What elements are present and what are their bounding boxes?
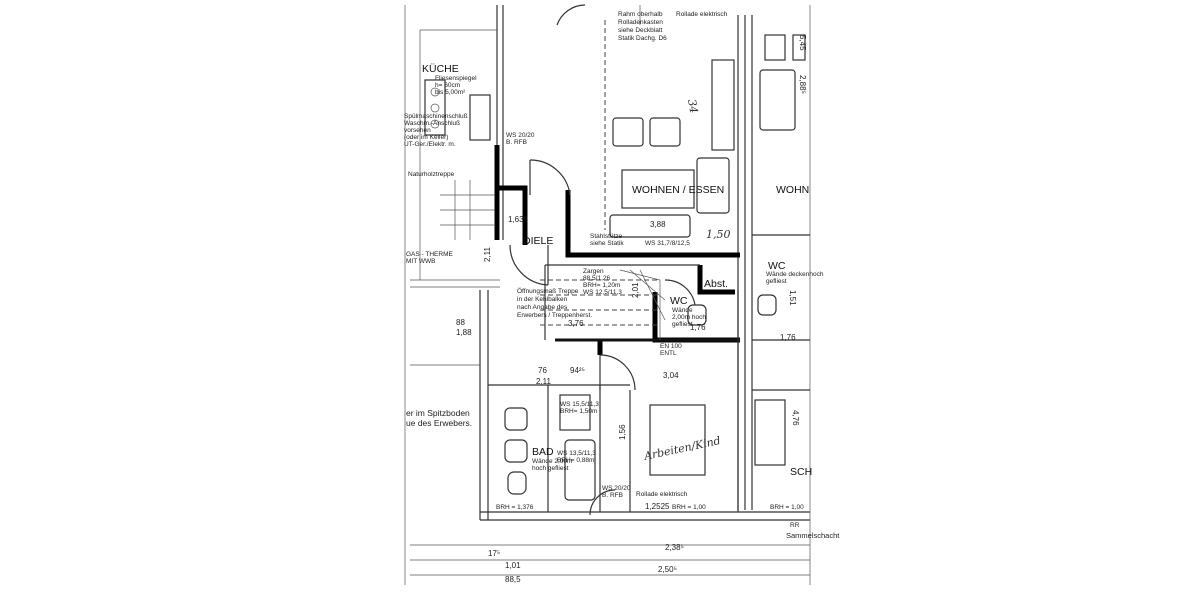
staircase [440, 180, 666, 340]
note-ws-bad-2: BRH= 1,50m [560, 408, 597, 415]
room-label-sch: SCH [790, 466, 812, 478]
dim-1-88: 1,88 [456, 328, 472, 337]
note-wc-right-1: Wände deckenhoch [766, 271, 824, 278]
note-rahm-2: Rolladenkasten [618, 19, 663, 26]
note-spuel-2: Waschm.-Anschluß [404, 120, 460, 127]
kitchen-fixtures [424, 79, 491, 141]
note-spitzboden-1: er im Spitzboden [406, 408, 470, 418]
note-rollade-bottom: Rollade elektrisch [636, 491, 688, 498]
dim-88-5: 88,5 [505, 575, 521, 584]
note-stahl-1: Stahlstütze [590, 233, 623, 240]
note-spuel-1: Spülmaschinenschluß [404, 113, 468, 120]
note-oeffnung-1: Öffnungsmaß Treppe [517, 287, 579, 295]
room-label-wohn-right: WOHN [776, 184, 809, 196]
note-wc-walls-2: 2,00m hoch [672, 314, 706, 321]
note-spuel-5: UT-Ger./Elektr. m. [404, 141, 456, 148]
dim-2-01: 2,01 [631, 282, 640, 298]
room-label-diele: DIELE [523, 235, 553, 247]
room-label-wohnen-essen: WOHNEN / ESSEN [632, 184, 724, 196]
note-stahl-2: siehe Statik [590, 240, 624, 247]
dim-4-76: 4,76 [791, 410, 800, 426]
note-bad-ws-1: WS 20/20 [602, 485, 631, 492]
note-rr: RR [790, 522, 800, 529]
dim-3-88: 3,88 [650, 220, 666, 229]
room-label-wc: WC [670, 295, 688, 307]
dim-1-56: 1,56 [618, 424, 627, 440]
room-label-bad: BAD [532, 446, 554, 458]
hand-note-34: 34 [685, 98, 700, 114]
dim-1-63: 1,63⁵ [508, 215, 527, 224]
dim-2-50: 2,50⁵ [658, 565, 677, 574]
building-outline [404, 5, 811, 585]
dim-76: 76 [538, 366, 547, 375]
hand-note-150: 1,50 [706, 228, 731, 241]
note-oeffnung-3: nach Angabe des [517, 304, 568, 311]
note-fliesen-1: Fliesenspiegel [435, 75, 477, 82]
note-entl-1: EN 100 [660, 343, 682, 350]
dim-1-01: 1,01 [505, 561, 521, 570]
note-brh-bottom-mid: BRH = 1,00 [672, 504, 706, 511]
dim-1-76-right: 1,76 [780, 333, 796, 342]
note-spuel-3: vorsehen [404, 127, 431, 134]
note-fliesen-2: h= 60cm [435, 82, 460, 89]
note-gas-1: GAS - THERME [406, 251, 453, 258]
room-label-kueche: KÜCHE [422, 63, 459, 75]
room-label-wc-right: WC [768, 260, 786, 272]
doors [509, 4, 696, 516]
dim-2-11-bad: 2,11 [536, 377, 552, 386]
dim-3-04: 3,04 [663, 371, 679, 380]
living-furniture [609, 34, 806, 238]
bath-fixtures [504, 294, 786, 501]
note-zargen-3: BRH= 1,20m [583, 282, 620, 289]
note-ws-bad-3: WS 13,5/11,3 [557, 450, 596, 457]
note-bad-1: Wände 2,00m [532, 458, 572, 465]
note-brh-bottom-left: BRH = 1,376 [496, 504, 534, 511]
note-oeffnung-4: Erwerbers / Treppenherst. [517, 312, 592, 319]
note-wc-right-2: gefliest [766, 278, 787, 285]
dim-2-38: 2,38⁵ [665, 543, 684, 552]
note-zargen-1: Zargen [583, 268, 604, 275]
dim-1-51: 1,51 [788, 290, 797, 306]
note-ws-top-2: B. RFB [506, 139, 527, 146]
note-entl-2: ENTL [660, 350, 677, 357]
note-sammelschacht: Sammelschacht [786, 531, 840, 540]
dim-88: 88 [456, 318, 465, 327]
dim-1-2525: 1,2525 [645, 502, 670, 511]
note-bad-ws-2: B. RFB [602, 492, 623, 499]
note-zargen-2: 88,5/1,26 [583, 275, 610, 282]
note-rollade-top: Rollade elektrisch [676, 11, 728, 18]
dim-2-88: 2,88⁵ [798, 75, 807, 94]
dimensions: 1,01 88,5 17⁵ 2,38⁵ 2,50⁵ 1,2525 5,45 2,… [456, 35, 807, 584]
note-ws-top-1: WS 20/20 [506, 132, 535, 139]
dim-3-76: 3,76 [568, 319, 584, 328]
note-wss: WS 31,7/8/12,5 [645, 240, 690, 247]
note-wc-walls-3: gefliest [672, 321, 693, 328]
interior-walls [488, 20, 810, 512]
dim-17-5: 17⁵ [488, 549, 500, 558]
note-spitzboden-2: ue des Erwebers. [406, 418, 472, 428]
note-bad-2: hoch gefliest [532, 465, 569, 472]
note-fliesen-3: bis 5,00m² [435, 89, 466, 96]
plan-notes: Rahm oberhalb Rolladenkasten siehe Deckb… [404, 11, 840, 540]
note-rahm-1: Rahm oberhalb [618, 11, 663, 18]
note-holztreppe: Naturholztreppe [408, 171, 455, 178]
dim-2-11-diele: 2,11 [483, 246, 492, 262]
room-label-abst: Abst. [704, 278, 728, 290]
note-oeffnung-2: in der Kehlbalken [517, 296, 568, 303]
note-brh-bottom-right: BRH = 1,00 [770, 504, 804, 511]
note-rahm-4: Statik Dachg. D6 [618, 35, 667, 42]
dim-5-45: 5,45 [798, 35, 807, 51]
dim-1-76-wc: 1,76 [690, 323, 706, 332]
note-rahm-3: siehe Deckblatt [618, 27, 663, 34]
note-ws-bad-1: WS 15,5/11,3 [560, 401, 599, 408]
note-spuel-4: (oder im Keller) [404, 134, 448, 141]
note-wc-walls-1: Wände [672, 307, 693, 314]
note-gas-2: MIT WWB [406, 258, 436, 265]
note-ws-bad-4: BRH= 0,88m [557, 457, 594, 464]
dim-94-25: 94²⁵ [570, 366, 585, 375]
note-zargen-4: WS 12,5/11,3 [583, 289, 622, 296]
